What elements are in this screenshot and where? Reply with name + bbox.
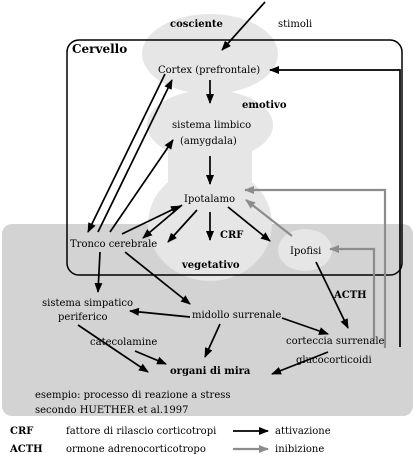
label-ipotalamo: Ipotalamo xyxy=(184,194,235,205)
arrow-midollo-organi xyxy=(204,323,221,358)
label-cosciente: cosciente xyxy=(170,19,223,30)
legend-inhibition-label: inibizione xyxy=(275,444,324,455)
label-glucocorticoidi: glucocorticoidi xyxy=(296,355,372,366)
arrow-ipotalamo-down-left xyxy=(167,209,198,243)
body-panel xyxy=(2,224,413,416)
inhibit-gluco-ipofisi xyxy=(329,245,376,340)
legend-activation-label: attivazione xyxy=(275,426,331,437)
arrow-stimoli-cortex xyxy=(221,1,266,51)
label-emotivo: emotivo xyxy=(242,100,287,111)
legend-acth-abbr: ACTH xyxy=(9,444,43,455)
label-acth: ACTH xyxy=(333,290,367,301)
label-cervello: Cervello xyxy=(72,42,127,56)
arrow-cortex-tronco xyxy=(87,73,166,233)
arrow-catecolamine-organi xyxy=(134,350,167,365)
ipofisi-blob xyxy=(278,229,332,271)
label-corteccia-surrenale: corteccia surrenale xyxy=(286,336,385,347)
legend-acth-desc: ormone adrenocorticotropo xyxy=(66,444,206,455)
arrow-gluco-cortex xyxy=(269,66,401,347)
label-crf: CRF xyxy=(220,230,243,241)
label-sistema-simpatico: sistema simpatico xyxy=(42,298,133,309)
arrow-tronco-simpatico xyxy=(94,251,103,293)
arrow-tronco-midollo xyxy=(124,251,191,305)
note-reference: secondo HUETHER et al.1997 xyxy=(35,405,188,416)
label-sistema-limbico: sistema limbico xyxy=(172,120,251,131)
activation-arrows xyxy=(77,1,401,375)
arrow-simpatico-organi xyxy=(77,324,149,373)
label-cortex: Cortex (prefrontale) xyxy=(158,65,260,76)
arrow-midollo-simpatico xyxy=(129,307,191,318)
inhibit-ipofisi-ipotalamo xyxy=(245,199,293,237)
arrow-tronco-limbico xyxy=(109,139,174,233)
note-esempio: esempio: processo di reazione a stress xyxy=(35,390,231,401)
label-ipofisi: Ipofisi xyxy=(290,246,321,257)
label-midollo-surrenale: midollo surrenale xyxy=(192,310,281,321)
arrow-ipotalamo-ipofisi xyxy=(227,206,271,242)
legend-crf-abbr: CRF xyxy=(10,426,33,437)
arrow-midollo-corteccia xyxy=(281,317,329,335)
label-organi-di-mira: organi di mira xyxy=(170,366,251,377)
arrow-ipofisi-corteccia xyxy=(315,261,349,329)
cervello-frame xyxy=(66,39,403,276)
label-stimoli: stimoli xyxy=(278,19,312,30)
label-tronco-cerebrale: Tronco cerebrale xyxy=(70,239,157,250)
label-periferico: periferico xyxy=(58,312,108,323)
arrow-tronco-ipotalamo xyxy=(121,205,181,235)
arrow-tronco-cortex-1 xyxy=(97,79,173,233)
inhibition-arrows xyxy=(244,186,387,348)
legend-crf-desc: fattore di rilascio corticotropi xyxy=(66,426,216,437)
brain-levels-blob xyxy=(142,14,278,281)
inhibit-gluco-ipotalamo xyxy=(244,186,387,348)
label-catecolamine: catecolamine xyxy=(90,337,157,348)
arrow-gluco-organi xyxy=(271,351,329,375)
label-amygdala: (amygdala) xyxy=(180,136,237,147)
label-vegetativo: vegetativo xyxy=(181,260,240,271)
